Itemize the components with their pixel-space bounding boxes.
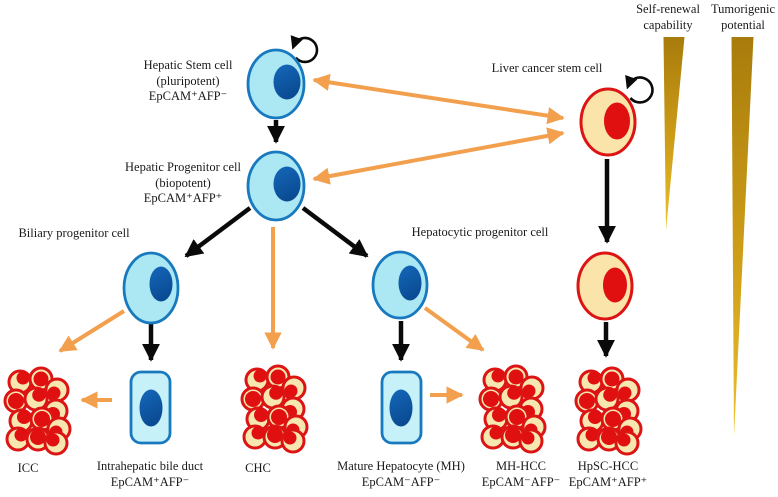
icc-label: ICC [17, 461, 39, 475]
mature-hepatocyte-cell [380, 370, 423, 445]
chc-tumor-cluster [240, 364, 309, 454]
biliary-progenitor-cell-label: Biliary progenitor cell [18, 226, 130, 240]
hepatic-stem-cell [246, 48, 306, 120]
self-renewal-loop-icon [625, 74, 654, 104]
arrow-hepatocytic-to-mhhcc [423, 306, 485, 352]
hepatic-progenitor-cell [246, 150, 306, 222]
liver-cancer-stem-cell-label: Liver cancer stem cell [491, 61, 603, 75]
hepatic-stem-cell-label: Hepatic Stem cell (pluripotent) EpCAM⁺AF… [143, 58, 233, 103]
hepatocytic-progenitor-cell-label: Hepatocytic progenitor cell [411, 225, 549, 239]
self-renewal-loop-icon [290, 35, 319, 64]
icc-tumor-cluster [3, 366, 72, 456]
arrow-progenitor-to-biliary [184, 206, 252, 258]
cancer-progenitor-cell [576, 251, 634, 321]
intrahepatic-bile-duct-cell [129, 370, 172, 445]
hepatic-progenitor-cell-label: Hepatic Progenitor cell (biopotent) EpCA… [125, 160, 241, 205]
hpsc-hcc-tumor-cluster [574, 366, 643, 456]
mh-hcc-tumor-cluster [478, 364, 547, 454]
chc-label: CHC [245, 461, 271, 475]
hepatocytic-progenitor-cell [371, 250, 429, 320]
mature-hepatocyte-label: Mature Hepatocyte (MH) EpCAM⁻AFP⁻ [337, 459, 465, 489]
tumorigenic-potential-label: Tumorigenic potential [710, 2, 776, 32]
biliary-progenitor-cell [122, 251, 180, 325]
liver-cancer-stem-cell [579, 87, 637, 157]
arrow-biliary-to-icc [58, 309, 126, 353]
tumorigenic-wedge [731, 37, 754, 436]
hpsc-hcc-label: HpSC-HCC EpCAM⁺AFP⁺ [568, 459, 648, 489]
self-renewal-wedge [663, 37, 685, 230]
arrow-progenitor-to-hepatocytic [301, 206, 369, 258]
self-renewal-capability-label: Self-renewal capability [636, 2, 700, 32]
arrow-stem-cancerstem-bidirectional [312, 73, 565, 125]
arrow-progenitor-cancerstem-bidirectional [312, 127, 565, 185]
intrahepatic-bile-duct-label: Intrahepatic bile duct EpCAM⁺AFP⁻ [96, 459, 204, 489]
mh-hcc-label: MH-HCC EpCAM⁻AFP⁻ [481, 459, 561, 489]
